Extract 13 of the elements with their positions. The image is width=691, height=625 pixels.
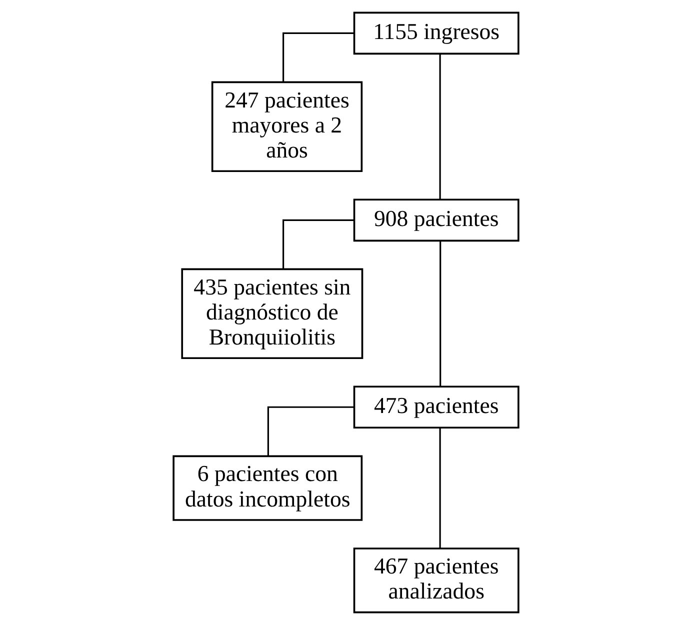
node-box: 908 pacientes <box>352 198 519 242</box>
node-box: 247 pacientes mayores a 2 años <box>210 81 362 172</box>
node-box: 473 pacientes <box>352 386 519 429</box>
connector <box>438 428 440 548</box>
connector <box>282 32 354 82</box>
node-box: 6 pacientes con datos incompletos <box>172 455 362 521</box>
node-box: 1155 ingresos <box>352 12 519 55</box>
connector <box>439 240 441 386</box>
connector <box>266 406 354 456</box>
connector <box>282 219 354 270</box>
node-box: 435 pacientes sin diagnóstico de Bronquiiolitis <box>180 268 363 360</box>
connector <box>438 54 440 200</box>
node-box: 467 pacientes analizados <box>352 548 519 614</box>
